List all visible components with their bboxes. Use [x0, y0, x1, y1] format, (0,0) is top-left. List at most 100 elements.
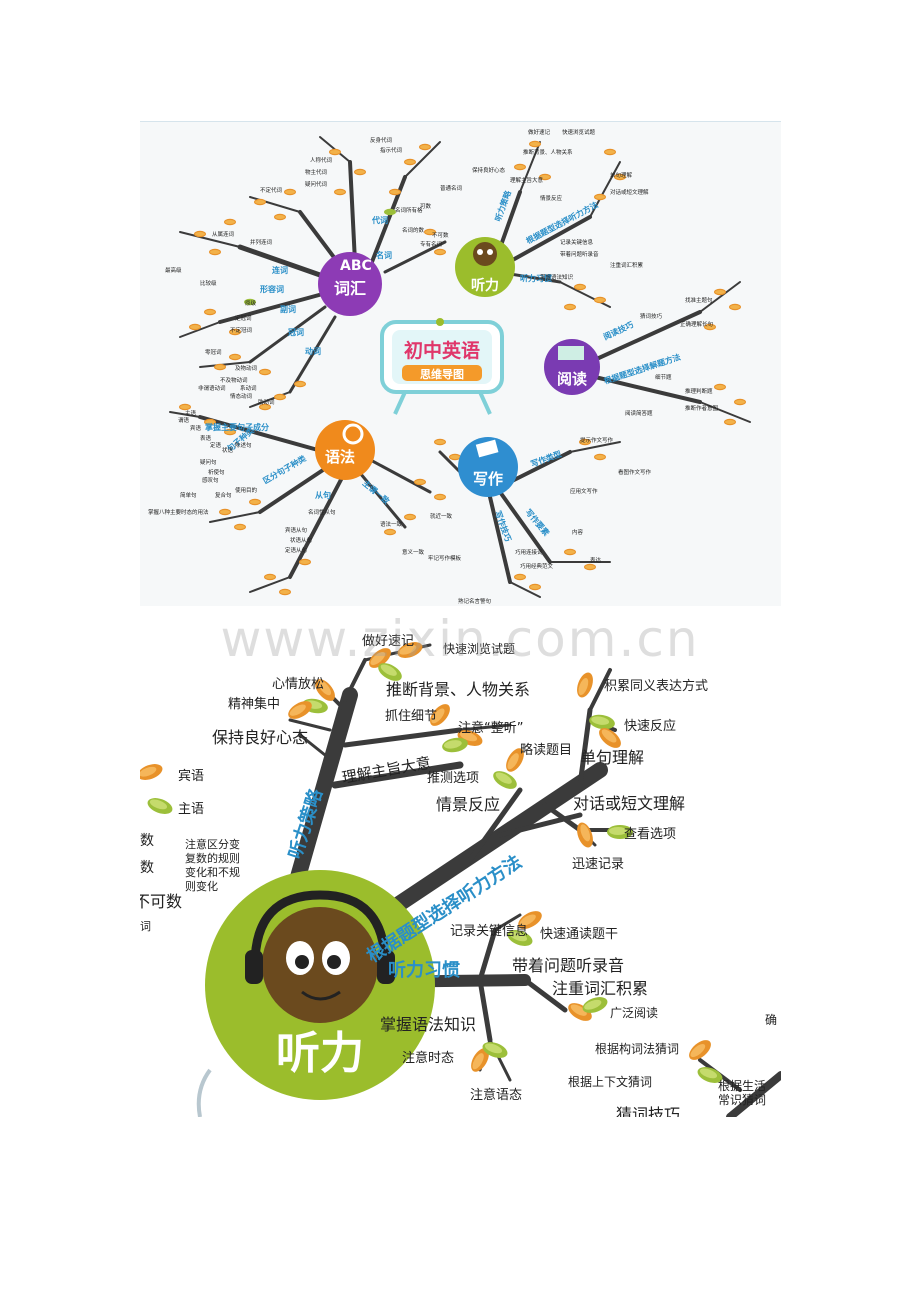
svg-text:普通名词: 普通名词	[440, 184, 463, 192]
svg-text:阅读简答题: 阅读简答题	[625, 409, 653, 417]
svg-text:带着问题听录音: 带着问题听录音	[560, 250, 599, 258]
svg-text:专有名词: 专有名词	[420, 240, 443, 248]
svg-text:非谓语动词: 非谓语动词	[198, 384, 226, 392]
svg-text:推断背景、人物关系: 推断背景、人物关系	[523, 148, 573, 156]
svg-text:疑问句: 疑问句	[200, 458, 217, 466]
item-guess: 推测选项	[427, 771, 479, 786]
svg-text:祈使句: 祈使句	[208, 468, 225, 476]
svg-text:使用目的: 使用目的	[235, 486, 258, 494]
svg-text:意义一致: 意义一致	[402, 548, 425, 556]
svg-text:疑问代词: 疑问代词	[305, 180, 328, 188]
svg-text:不及物动词: 不及物动词	[220, 376, 248, 384]
svg-text:定冠词: 定冠词	[235, 314, 252, 322]
listening-hub	[455, 237, 515, 297]
svg-text:数: 数	[140, 833, 154, 849]
svg-text:变化和不规: 变化和不规	[185, 865, 240, 879]
svg-text:找准主题句: 找准主题句	[685, 296, 713, 304]
svg-text:记录关键信息: 记录关键信息	[560, 238, 594, 246]
branch-label: 听力习惯	[520, 273, 552, 283]
small-labels: 名词所有格 名词的数 可数 不可数 专有名词 普通名词 人称代词 物主代词 反身…	[148, 128, 719, 605]
svg-text:不定冠词: 不定冠词	[230, 326, 253, 334]
svg-text:熟记名言警句: 熟记名言警句	[458, 597, 492, 605]
item-skim: 略读题目	[520, 742, 572, 758]
svg-text:感叹句: 感叹句	[202, 476, 219, 484]
svg-text:名词性从句: 名词性从句	[308, 508, 336, 516]
branch-label: 副词	[280, 305, 296, 314]
svg-text:主语: 主语	[185, 409, 197, 417]
svg-text:对话或短文理解: 对话或短文理解	[610, 188, 649, 196]
svg-text:词: 词	[140, 920, 151, 933]
writing-tree	[438, 441, 621, 598]
svg-text:谓语: 谓语	[178, 416, 190, 424]
item-single: 单句理解	[580, 748, 644, 767]
svg-text:正确理解长句: 正确理解长句	[680, 320, 714, 328]
center-title-line1: 初中英语	[404, 339, 480, 362]
svg-text:掌握语法知识: 掌握语法知识	[540, 273, 574, 281]
svg-text:猜词技巧: 猜词技巧	[640, 312, 663, 320]
svg-text:情景反应: 情景反应	[540, 194, 563, 202]
svg-text:主语: 主语	[178, 802, 204, 817]
book-icon	[558, 346, 584, 360]
branch-label: 代词	[371, 215, 388, 225]
svg-text:掌握八种主要时态的用法: 掌握八种主要时态的用法	[148, 508, 209, 516]
mindmap-overview-svg: 词汇 ABC 听力 阅读	[148, 128, 751, 605]
grammar-hub	[315, 420, 375, 480]
svg-text:语法一致: 语法一致	[380, 520, 403, 528]
svg-text:可数: 可数	[420, 202, 432, 210]
item-notes: 做好速记	[362, 634, 414, 649]
branch-label: 区分句子种类	[261, 453, 308, 486]
item-grammar: 掌握语法知识	[380, 1015, 476, 1034]
item-situation: 情景反应	[436, 795, 500, 814]
vocab-hub-label: 词汇	[334, 279, 366, 298]
svg-text:状语从句: 状语从句	[290, 536, 313, 544]
item-browse: 快速浏览试题	[443, 641, 515, 656]
svg-text:表语: 表语	[200, 434, 212, 442]
item-tense: 注意时态	[402, 1050, 454, 1066]
item-synonym: 积累同义表达方式	[604, 678, 708, 694]
item-attitude: 保持良好心态	[212, 728, 308, 747]
svg-text:做好速记: 做好速记	[528, 128, 551, 136]
item-voice: 注意语态	[470, 1087, 522, 1103]
svg-text:复数的规则: 复数的规则	[185, 851, 240, 865]
vocab-hub	[318, 252, 382, 316]
svg-text:零冠词: 零冠词	[205, 348, 222, 356]
reading-hub-label: 阅读	[557, 370, 587, 388]
svg-text:状语: 状语	[222, 446, 234, 454]
item-whole: 注意“整听”	[458, 720, 523, 736]
writing-hub-label: 写作	[473, 470, 503, 488]
svg-text:原级: 原级	[245, 299, 257, 307]
svg-text:宾语: 宾语	[190, 424, 202, 432]
svg-text:细节题: 细节题	[655, 373, 672, 381]
item-background: 推断背景、人物关系	[386, 680, 530, 699]
svg-text:并列连词: 并列连词	[250, 238, 273, 246]
svg-text:提示作文写作: 提示作文写作	[580, 436, 614, 444]
listening-hub-label: 听力	[471, 277, 499, 294]
method-items: 积累同义表达方式 快速反应 略读题目 单句理解 推测选项 情景反应 对话或短文理…	[427, 678, 708, 872]
item-calm: 心情放松	[272, 677, 324, 692]
abc-icon: ABC	[340, 258, 372, 274]
svg-text:最高级: 最高级	[165, 266, 182, 274]
svg-text:不可数: 不可数	[432, 231, 449, 239]
vocab-tree	[179, 136, 447, 408]
item-common: 常识猜词	[718, 1093, 766, 1107]
svg-text:不定代词: 不定代词	[260, 186, 283, 194]
svg-text:陈述句: 陈述句	[235, 441, 252, 449]
svg-text:确: 确	[765, 1013, 777, 1027]
item-quick-read: 快速通读题干	[540, 927, 618, 942]
svg-text:指示代词: 指示代词	[380, 146, 403, 154]
svg-text:推断作者意图: 推断作者意图	[685, 404, 719, 412]
svg-text:注重词汇积累: 注重词汇积累	[610, 261, 644, 269]
svg-text:数: 数	[140, 860, 154, 876]
branch-label: 连词	[272, 265, 288, 275]
svg-text:从属连词: 从属连词	[212, 230, 235, 238]
svg-text:宾语: 宾语	[178, 768, 204, 784]
listening-zoom: 听力 听力策略 根据题型选择听力方法 听力习惯 做好速记 快速浏览试题 心情放松…	[140, 620, 781, 1117]
svg-text:情态动词: 情态动词	[230, 392, 253, 400]
branch-label: 冠词	[288, 328, 304, 337]
item-options: 查看选项	[624, 826, 676, 842]
svg-text:宾语从句: 宾语从句	[285, 526, 308, 534]
reading-tree	[588, 281, 751, 423]
svg-text:名词所有格: 名词所有格	[395, 206, 423, 214]
svg-text:简单句: 简单句	[180, 491, 197, 499]
svg-text:推理判断题: 推理判断题	[685, 387, 713, 395]
